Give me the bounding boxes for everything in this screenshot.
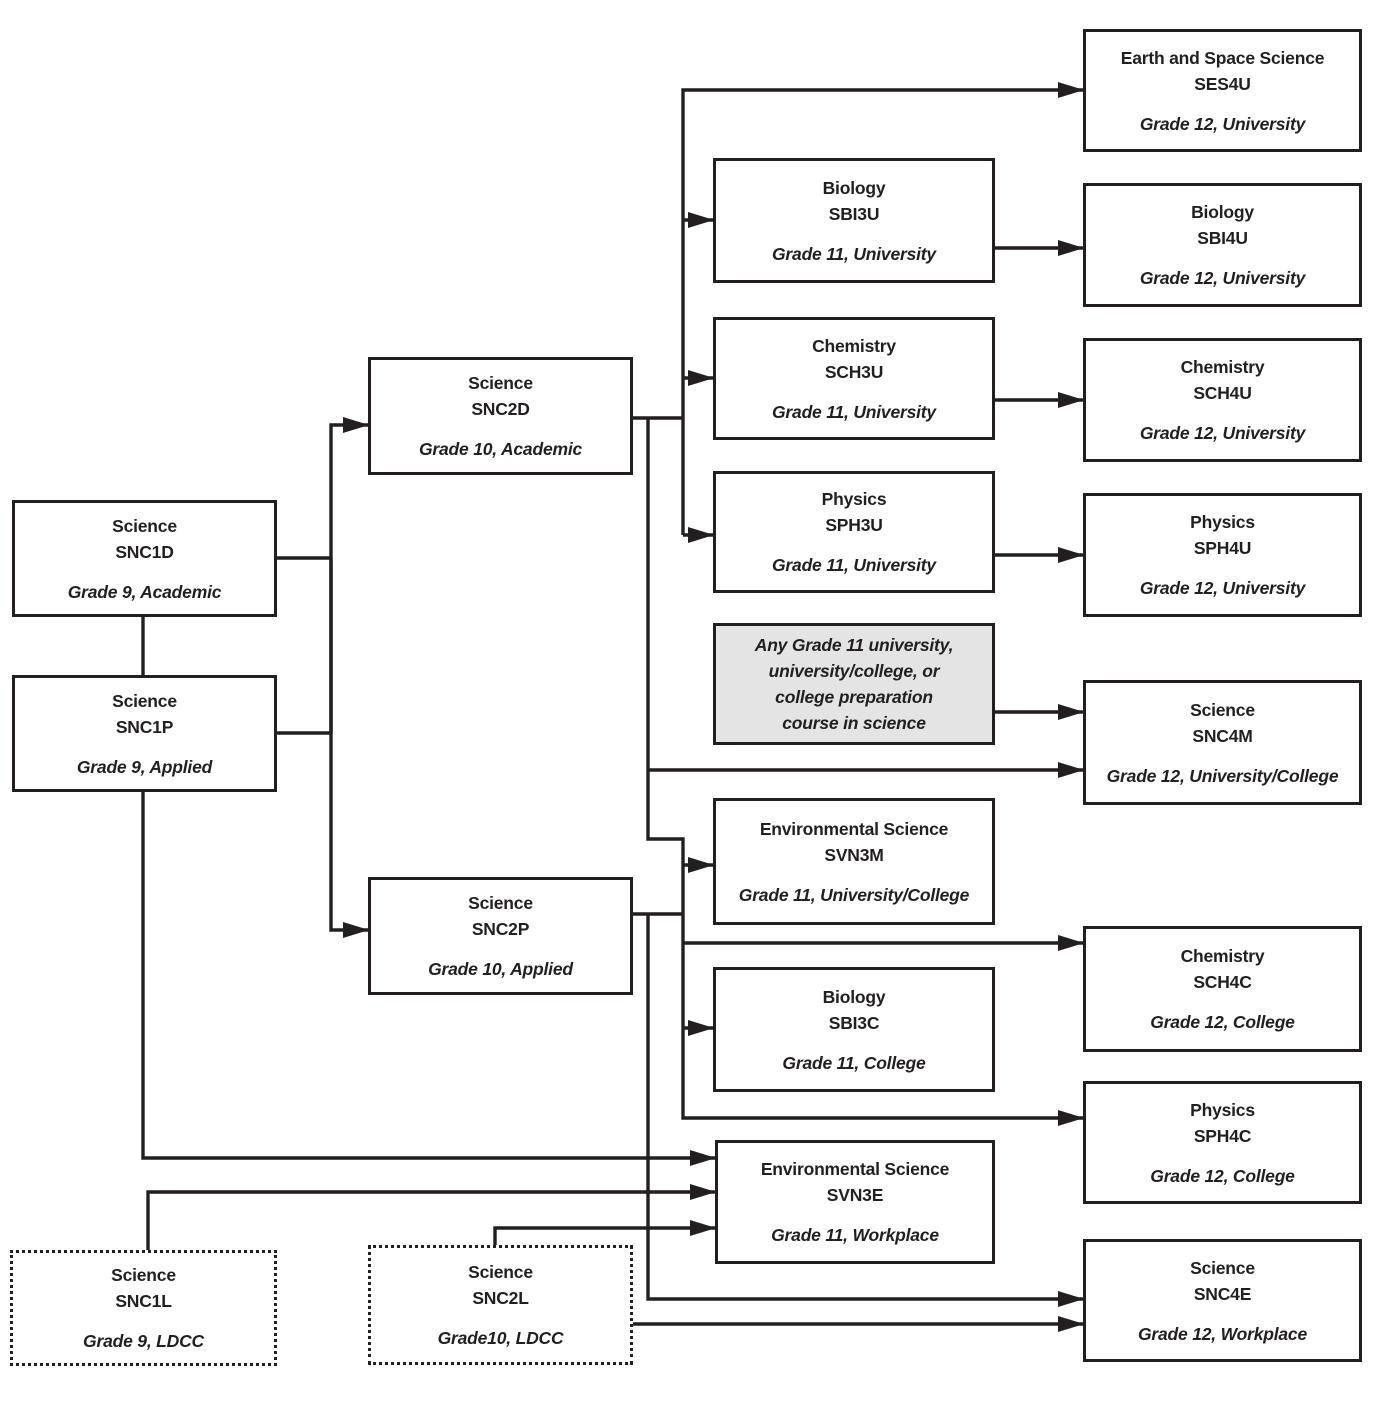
course-code: SBI3C	[828, 1012, 880, 1033]
course-title: Chemistry	[1180, 946, 1265, 966]
course-grade: Grade 12, Workplace	[1137, 1323, 1307, 1344]
course-title: Chemistry	[1180, 357, 1265, 377]
edge-snc2d-to-ses4u	[681, 82, 1084, 535]
course-grade: Grade 12, College	[1150, 1165, 1295, 1186]
course-code: SBI4U	[1197, 228, 1248, 248]
course-grade: Grade 12, College	[1150, 1012, 1295, 1032]
course-title: Science	[1190, 1257, 1255, 1278]
course-title: Science	[468, 893, 533, 913]
edge-snc1l-to-svn3e	[146, 1184, 716, 1250]
course-title: Science	[112, 515, 177, 536]
course-title: Science	[111, 1265, 176, 1285]
course-title: Environmental Science	[759, 818, 949, 839]
course-grade: Grade 11, University	[772, 243, 936, 264]
course-grade: Grade 12, University/College	[1106, 765, 1339, 786]
course-title: Biology	[822, 177, 886, 198]
course-grade: Grade 11, University/College	[738, 884, 970, 905]
course-code: SNC1L	[115, 1291, 172, 1311]
edge-snc1p-to-svn3e	[141, 792, 716, 1166]
course-code: SNC1P	[115, 716, 174, 737]
edge-down-trunk-to-sph4c	[646, 418, 1084, 1126]
course-code: SPH4U	[1193, 538, 1252, 558]
note-line: college preparation	[775, 687, 933, 707]
course-title: Science	[112, 690, 177, 711]
course-code: SBI3U	[828, 203, 880, 224]
course-grade: Grade 10, Applied	[428, 959, 573, 979]
course-code: SCH3U	[824, 361, 884, 382]
course-title: Science	[468, 373, 533, 393]
note-line: course in science	[782, 713, 926, 733]
course-grade: Grade10, LDCC	[437, 1328, 564, 1348]
course-code: SNC1D	[115, 541, 174, 562]
course-code: SPH4C	[1193, 1125, 1252, 1146]
course-title: Biology	[1191, 202, 1254, 222]
course-grade: Grade 9, LDCC	[83, 1331, 204, 1351]
course-grade: Grade 12, University	[1139, 268, 1306, 288]
course-code: SCH4U	[1193, 383, 1252, 403]
note-line: university/college, or	[768, 661, 940, 681]
course-grade: Grade 10, Academic	[418, 439, 583, 459]
course-code: SPH3U	[825, 515, 883, 535]
course-title: Physics	[821, 489, 887, 509]
edge-snc2p-to-snc4e	[646, 914, 1084, 1307]
course-title: Chemistry	[812, 335, 896, 356]
course-title: Environmental Science	[760, 1159, 950, 1179]
course-code: SVN3E	[826, 1185, 884, 1205]
course-grade: Grade 9, Applied	[76, 756, 213, 777]
course-title: Science	[468, 1262, 533, 1282]
course-box-any11: Any Grade 11 university, university/colle…	[713, 623, 995, 745]
course-grade: Grade 12, University	[1139, 578, 1306, 598]
course-grade: Grade 11, College	[782, 1052, 926, 1073]
course-grade: Grade 9, Academic	[67, 581, 222, 602]
course-code: SNC2P	[471, 919, 530, 939]
course-grade: Grade 11, University	[772, 555, 936, 575]
course-code: SNC4M	[1192, 725, 1253, 746]
course-code: SVN3M	[824, 844, 884, 865]
course-grade: Grade 12, University	[1139, 423, 1306, 443]
course-code: SNC2D	[471, 399, 530, 419]
course-title: Science	[1190, 699, 1255, 720]
course-title: Physics	[1190, 1099, 1255, 1120]
edge-junction-to-snc2d	[329, 417, 369, 733]
edge-snc2l-to-svn3e	[493, 1220, 716, 1245]
course-grade: Grade 12, University	[1139, 113, 1306, 134]
edge-junction-to-snc2p	[329, 558, 369, 938]
course-title: Biology	[822, 986, 886, 1007]
course-title: Physics	[1190, 512, 1255, 532]
course-code: SNC4E	[1193, 1283, 1252, 1304]
course-grade: Grade 11, University	[772, 401, 936, 422]
note-line: Any Grade 11 university,	[754, 635, 954, 655]
course-code: SCH4C	[1193, 972, 1252, 992]
course-code: SES4U	[1194, 73, 1251, 94]
course-code: SNC2L	[472, 1288, 529, 1308]
course-title: Earth and Space Science	[1120, 47, 1325, 68]
course-grade: Grade 11, Workplace	[771, 1225, 939, 1245]
